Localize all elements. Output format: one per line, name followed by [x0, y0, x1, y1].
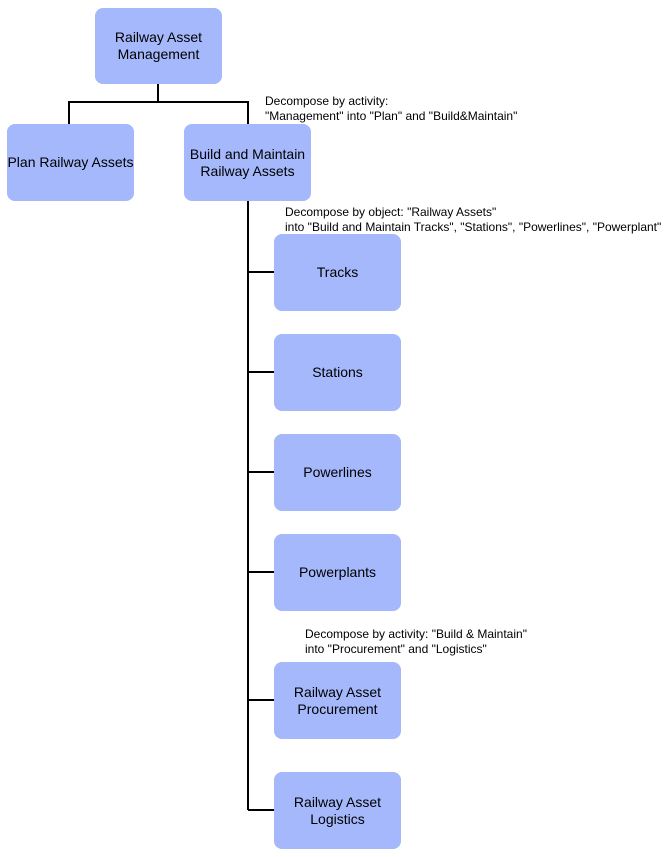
- annotation-build-maintain-decomposition: Decompose by activity: "Build & Maintain…: [305, 627, 527, 656]
- node-powerlines[interactable]: Powerlines: [274, 434, 401, 511]
- node-plan-railway-assets[interactable]: Plan Railway Assets: [7, 124, 134, 201]
- annotation-activity-decomposition: Decompose by activity: "Management" into…: [265, 94, 518, 123]
- node-stations[interactable]: Stations: [274, 334, 401, 411]
- node-build-and-maintain[interactable]: Build and Maintain Railway Assets: [184, 124, 311, 201]
- node-railway-asset-management[interactable]: Railway Asset Management: [95, 8, 222, 84]
- node-tracks[interactable]: Tracks: [274, 234, 401, 311]
- node-powerplants[interactable]: Powerplants: [274, 534, 401, 611]
- annotation-object-decomposition: Decompose by object: "Railway Assets" in…: [285, 205, 662, 234]
- node-railway-asset-logistics[interactable]: Railway Asset Logistics: [274, 772, 401, 849]
- connector-root: [68, 84, 249, 124]
- node-railway-asset-procurement[interactable]: Railway Asset Procurement: [274, 662, 401, 739]
